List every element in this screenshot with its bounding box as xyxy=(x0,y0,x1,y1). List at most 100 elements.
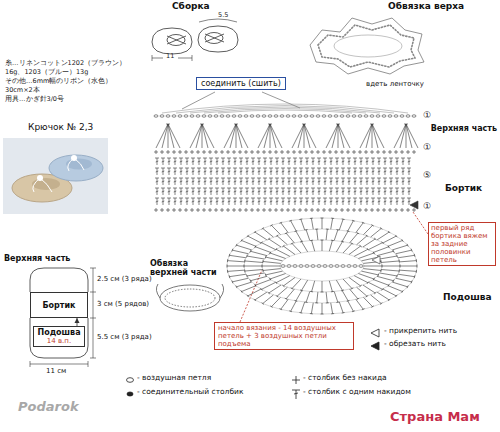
stitch xyxy=(304,124,310,148)
stitch xyxy=(337,168,338,175)
stitch xyxy=(175,188,176,195)
stitch xyxy=(373,158,374,165)
stitch xyxy=(315,228,318,229)
join-arc xyxy=(218,110,352,113)
stitch xyxy=(318,181,321,182)
stitch xyxy=(331,168,332,175)
stitch xyxy=(373,247,388,253)
stitch xyxy=(324,181,327,182)
stitch xyxy=(324,201,327,202)
stitch xyxy=(337,158,338,165)
stitch xyxy=(270,181,273,182)
row-number: ① xyxy=(423,142,431,152)
stitch xyxy=(324,191,327,192)
stitch xyxy=(317,158,321,159)
stitch xyxy=(385,198,386,205)
stitch xyxy=(349,158,350,165)
stitch xyxy=(395,168,399,169)
stitch xyxy=(400,266,417,267)
stitch xyxy=(318,150,319,154)
stitch xyxy=(217,188,218,195)
note-box: начало вязания - 14 воздушных петель + 3… xyxy=(214,322,354,350)
stitch xyxy=(246,150,247,154)
stitch xyxy=(348,301,354,311)
stitch xyxy=(248,236,261,243)
stitch xyxy=(241,178,242,185)
stitch xyxy=(163,188,164,195)
stitch xyxy=(381,270,399,271)
stitch xyxy=(228,181,231,182)
stitch xyxy=(372,181,375,182)
attach-mark xyxy=(372,256,380,264)
stitch xyxy=(229,254,231,257)
stitch xyxy=(411,249,413,252)
chain-stitch xyxy=(334,115,338,117)
stitch xyxy=(179,158,183,159)
stitch xyxy=(222,161,225,162)
stitch xyxy=(350,289,358,299)
stitch xyxy=(174,181,177,182)
stitch xyxy=(326,228,329,229)
stitch xyxy=(338,124,350,148)
stitch xyxy=(330,191,333,192)
stitch xyxy=(155,198,159,199)
stitch xyxy=(257,158,261,159)
chain-stitch xyxy=(262,115,266,117)
stitch xyxy=(247,158,248,165)
stitch xyxy=(392,282,407,287)
stitch xyxy=(323,178,327,179)
stitch xyxy=(258,191,261,192)
stitch xyxy=(181,168,182,175)
stitch xyxy=(282,171,285,172)
stitch xyxy=(385,178,386,185)
stitch xyxy=(366,171,369,172)
part-box: Бортик xyxy=(30,292,88,318)
stitch xyxy=(370,124,374,125)
legend-text: - воздушная петля xyxy=(137,374,211,383)
stitch xyxy=(394,124,406,148)
stitch xyxy=(336,150,337,154)
stitch xyxy=(270,225,273,227)
stitch xyxy=(227,265,228,268)
stitch xyxy=(379,158,380,165)
part-name: Обвязка верха xyxy=(388,1,464,11)
stitch xyxy=(216,150,217,154)
chain-stitch xyxy=(287,265,291,268)
stitch xyxy=(204,171,207,172)
stitch xyxy=(186,171,189,172)
stitch xyxy=(337,178,338,185)
stitch xyxy=(372,201,375,202)
stitch xyxy=(161,188,165,189)
stitch xyxy=(404,124,408,125)
stitch xyxy=(221,188,225,189)
stitch xyxy=(222,191,225,192)
stitch xyxy=(395,198,399,199)
stitch xyxy=(262,303,264,305)
stitch xyxy=(282,181,285,182)
stitch xyxy=(187,188,188,195)
stitch xyxy=(227,178,231,179)
stitch xyxy=(203,158,207,159)
stitch xyxy=(168,201,171,202)
chain-stitch xyxy=(232,115,236,117)
chain-stitch xyxy=(352,115,356,117)
stitch xyxy=(352,310,355,312)
stitch xyxy=(361,178,362,185)
stitch xyxy=(307,168,308,175)
chain-stitch xyxy=(226,115,230,117)
stitch xyxy=(390,201,393,202)
stitch xyxy=(365,178,369,179)
chain-stitch xyxy=(382,115,386,117)
stitch xyxy=(319,178,320,185)
stitch xyxy=(276,295,278,297)
stitch xyxy=(281,188,285,189)
stitch xyxy=(380,228,382,230)
stitch xyxy=(342,218,345,220)
stitch xyxy=(343,168,344,175)
stitch xyxy=(209,188,213,189)
stitch xyxy=(311,188,315,189)
stitch xyxy=(271,198,272,205)
stitch xyxy=(193,188,194,195)
stitch xyxy=(227,198,231,199)
stitch xyxy=(251,178,255,179)
